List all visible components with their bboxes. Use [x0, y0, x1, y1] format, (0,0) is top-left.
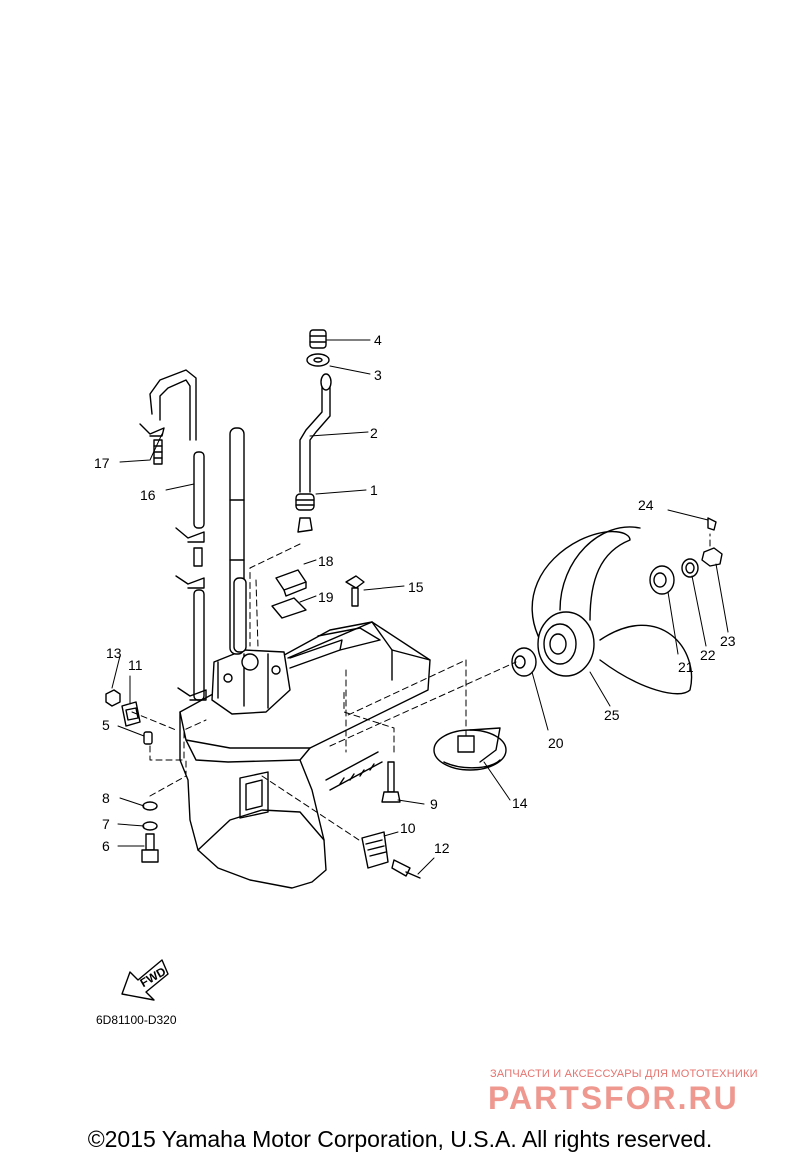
part-11-cover	[121, 701, 141, 727]
callout-4: 4	[374, 332, 382, 348]
part-4-plug	[309, 329, 327, 349]
water-pump-housing	[211, 427, 291, 715]
part-13-nut	[105, 689, 121, 707]
callout-13: 13	[106, 645, 122, 661]
callout-24: 24	[638, 497, 654, 513]
part-8-washer	[142, 801, 158, 811]
callout-23: 23	[720, 633, 736, 649]
fwd-arrow-icon	[121, 959, 169, 1001]
callout-3: 3	[374, 367, 382, 383]
callout-labels: 1 2 3 4 5 6 7 8 9 10 11 12 13 14 15 16 1…	[94, 332, 736, 856]
callout-10: 10	[400, 820, 416, 836]
part-7-washer	[142, 821, 158, 831]
part-21-spacer	[649, 565, 675, 595]
drawing-code: 6D81100-D320	[96, 1013, 177, 1027]
part-17-clips	[139, 423, 207, 701]
part-25-propeller	[531, 526, 693, 695]
callout-5: 5	[102, 717, 110, 733]
callout-2: 2	[370, 425, 378, 441]
callout-14: 14	[512, 795, 528, 811]
part-2-water-tube	[299, 373, 332, 493]
part-24-cotter-pin	[707, 517, 717, 531]
part-22-washer	[681, 558, 699, 578]
callout-17: 17	[94, 455, 110, 471]
copyright-text: ©2015 Yamaha Motor Corporation, U.S.A. A…	[87, 1126, 713, 1152]
callout-11: 11	[128, 657, 143, 673]
part-14-trim-tab	[433, 727, 507, 771]
callout-9: 9	[430, 796, 438, 812]
callout-20: 20	[548, 735, 564, 751]
part-6-bolt	[141, 833, 159, 863]
part-12-screw	[391, 859, 421, 879]
callout-1: 1	[370, 482, 378, 498]
part-19-plate	[271, 597, 307, 619]
callout-18: 18	[318, 553, 334, 569]
callout-15: 15	[408, 579, 424, 595]
assembly-lines	[131, 533, 711, 843]
callout-19: 19	[318, 589, 334, 605]
part-18-seal	[275, 569, 307, 597]
part-23-nut	[701, 547, 723, 567]
part-9-bolt	[381, 761, 401, 803]
callout-22: 22	[700, 647, 716, 663]
part-5-dowel	[143, 731, 153, 745]
callout-6: 6	[102, 838, 110, 854]
callout-12: 12	[434, 840, 450, 856]
callout-25: 25	[604, 707, 620, 723]
part-3-washer	[306, 353, 330, 367]
watermark-logo: PARTSFOR.RU	[488, 1080, 739, 1116]
watermark-tagline: ЗАПЧАСТИ И АКСЕССУАРЫ ДЛЯ МОТОТЕХНИКИ	[490, 1068, 758, 1080]
callout-16: 16	[140, 487, 156, 503]
part-1-grommet	[295, 493, 315, 533]
callout-21: 21	[678, 659, 694, 675]
part-10-plate	[361, 831, 389, 869]
part-15-bolt	[345, 575, 365, 607]
callout-7: 7	[102, 816, 110, 832]
callout-8: 8	[102, 790, 110, 806]
leader-lines	[111, 339, 729, 875]
